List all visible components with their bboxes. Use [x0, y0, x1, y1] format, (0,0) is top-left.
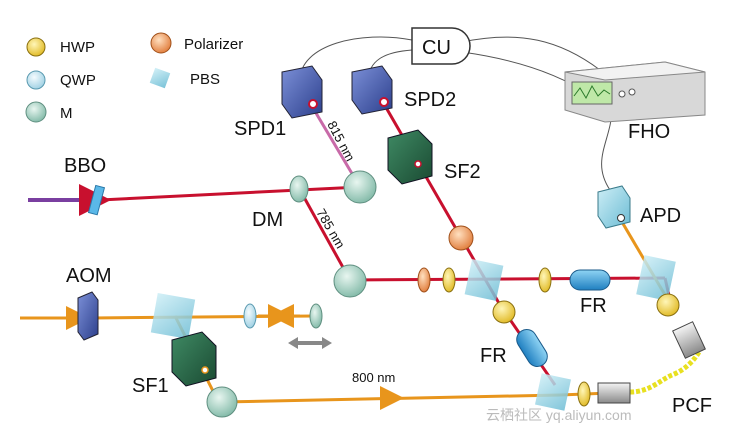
legend-pbs: PBS: [149, 67, 220, 89]
sf2-filter: SF2: [387, 129, 481, 185]
red-beam-main: [349, 276, 666, 282]
cu-box: [411, 27, 471, 65]
sf1-label: SF1: [132, 375, 169, 397]
apd-label: APD: [640, 205, 681, 227]
hwp-main-2: [538, 267, 552, 293]
fho-screen: [571, 81, 613, 105]
pbs-main: [464, 259, 504, 301]
fho-top: [564, 61, 706, 81]
coupler-right: [672, 321, 706, 359]
spd1-label: SPD1: [234, 118, 286, 140]
legend-polarizer: Polarizer: [150, 32, 243, 54]
pcf-fiber: [629, 348, 703, 395]
legend-m: M: [25, 101, 73, 123]
cu-label: CU: [422, 37, 451, 59]
polarizer-spd2: [448, 225, 474, 251]
spd2-body: [351, 65, 393, 115]
spd1-detector: SPD1: [234, 65, 323, 140]
sf2-aperture: [414, 160, 422, 168]
fr-lower-body: [516, 329, 548, 367]
pbs-aom: [150, 293, 196, 339]
fr-right: FR: [569, 269, 611, 317]
coupler-pcf: [597, 382, 631, 404]
beams: [20, 103, 703, 410]
fho-knob-2: [628, 88, 636, 96]
sf2-body: [387, 129, 433, 185]
wavelength-800: 800 nm: [352, 370, 395, 385]
mirror-aom-retro: [309, 303, 323, 329]
mirror-upper: [343, 170, 377, 204]
polarizer-main: [417, 267, 431, 293]
cable-cu-fho: [461, 36, 601, 71]
mirror-icon: [25, 101, 47, 123]
aom-body: [77, 291, 99, 341]
apd-body: [597, 185, 631, 229]
qwp-aom: [243, 303, 257, 329]
legend-qwp: QWP: [26, 70, 96, 90]
legend-polarizer-label: Polarizer: [184, 36, 243, 53]
aom-label: AOM: [66, 265, 112, 287]
watermark-text: 云栖社区 yq.aliyun.com: [486, 407, 631, 423]
fho-instrument: FHO: [564, 61, 706, 143]
pbs-lower: [535, 373, 571, 411]
qwp-icon: [26, 70, 46, 90]
legend-hwp: HWP: [26, 37, 95, 57]
mirror-lower: [333, 264, 367, 298]
dm-body: [289, 175, 309, 203]
legend-pbs-label: PBS: [190, 71, 220, 88]
mirror-sf1: [206, 386, 238, 418]
apd-aperture: [617, 214, 625, 222]
red-beam-785: [298, 189, 352, 281]
red-beam-bbo-mirror: [99, 185, 361, 202]
hwp-lower: [492, 300, 516, 324]
orange-beam-aom: [91, 314, 316, 320]
hwp-right: [656, 293, 680, 317]
dm-mirror: DM: [252, 175, 309, 231]
pbs-right: [636, 255, 676, 301]
fho-waveform: [573, 84, 611, 100]
hwp-pcf: [577, 381, 591, 407]
dm-label: DM: [252, 209, 283, 231]
fr-lower-label: FR: [480, 345, 507, 367]
pbs-icon: [149, 67, 171, 89]
fr-right-label: FR: [580, 295, 607, 317]
spd2-detector: SPD2: [351, 65, 456, 115]
sf2-label: SF2: [444, 161, 481, 183]
sf1-filter: SF1: [132, 331, 217, 397]
hwp-icon: [26, 37, 46, 57]
apd-detector: APD: [597, 185, 681, 229]
cu-unit: CU: [411, 27, 471, 65]
legend-m-label: M: [60, 105, 73, 122]
bbo-crystal: BBO: [64, 155, 106, 216]
aom-modulator: AOM: [66, 265, 112, 341]
polarizer-icon: [150, 32, 172, 54]
fho-knob-1: [618, 90, 626, 98]
wavelength-815: 815 nm: [324, 118, 358, 163]
spd1-body: [281, 65, 323, 119]
sf1-body: [171, 331, 217, 387]
fr-lower: FR: [480, 329, 548, 367]
translation-arrow-left: [288, 337, 298, 349]
spd1-aperture: [308, 99, 318, 109]
legend-hwp-label: HWP: [60, 39, 95, 56]
bbo-label: BBO: [64, 155, 106, 177]
bbo-body: [87, 184, 106, 216]
spd2-aperture: [379, 97, 389, 107]
pcf-label: PCF: [672, 395, 712, 417]
hwp-main-1: [442, 267, 456, 293]
sf1-aperture: [201, 366, 209, 374]
legend: HWP QWP M Polarizer PBS: [25, 32, 243, 123]
translation-arrow-right: [322, 337, 332, 349]
fho-label: FHO: [628, 121, 670, 143]
legend-qwp-label: QWP: [60, 72, 96, 89]
fr-right-body: [569, 269, 611, 291]
spd2-label: SPD2: [404, 89, 456, 111]
